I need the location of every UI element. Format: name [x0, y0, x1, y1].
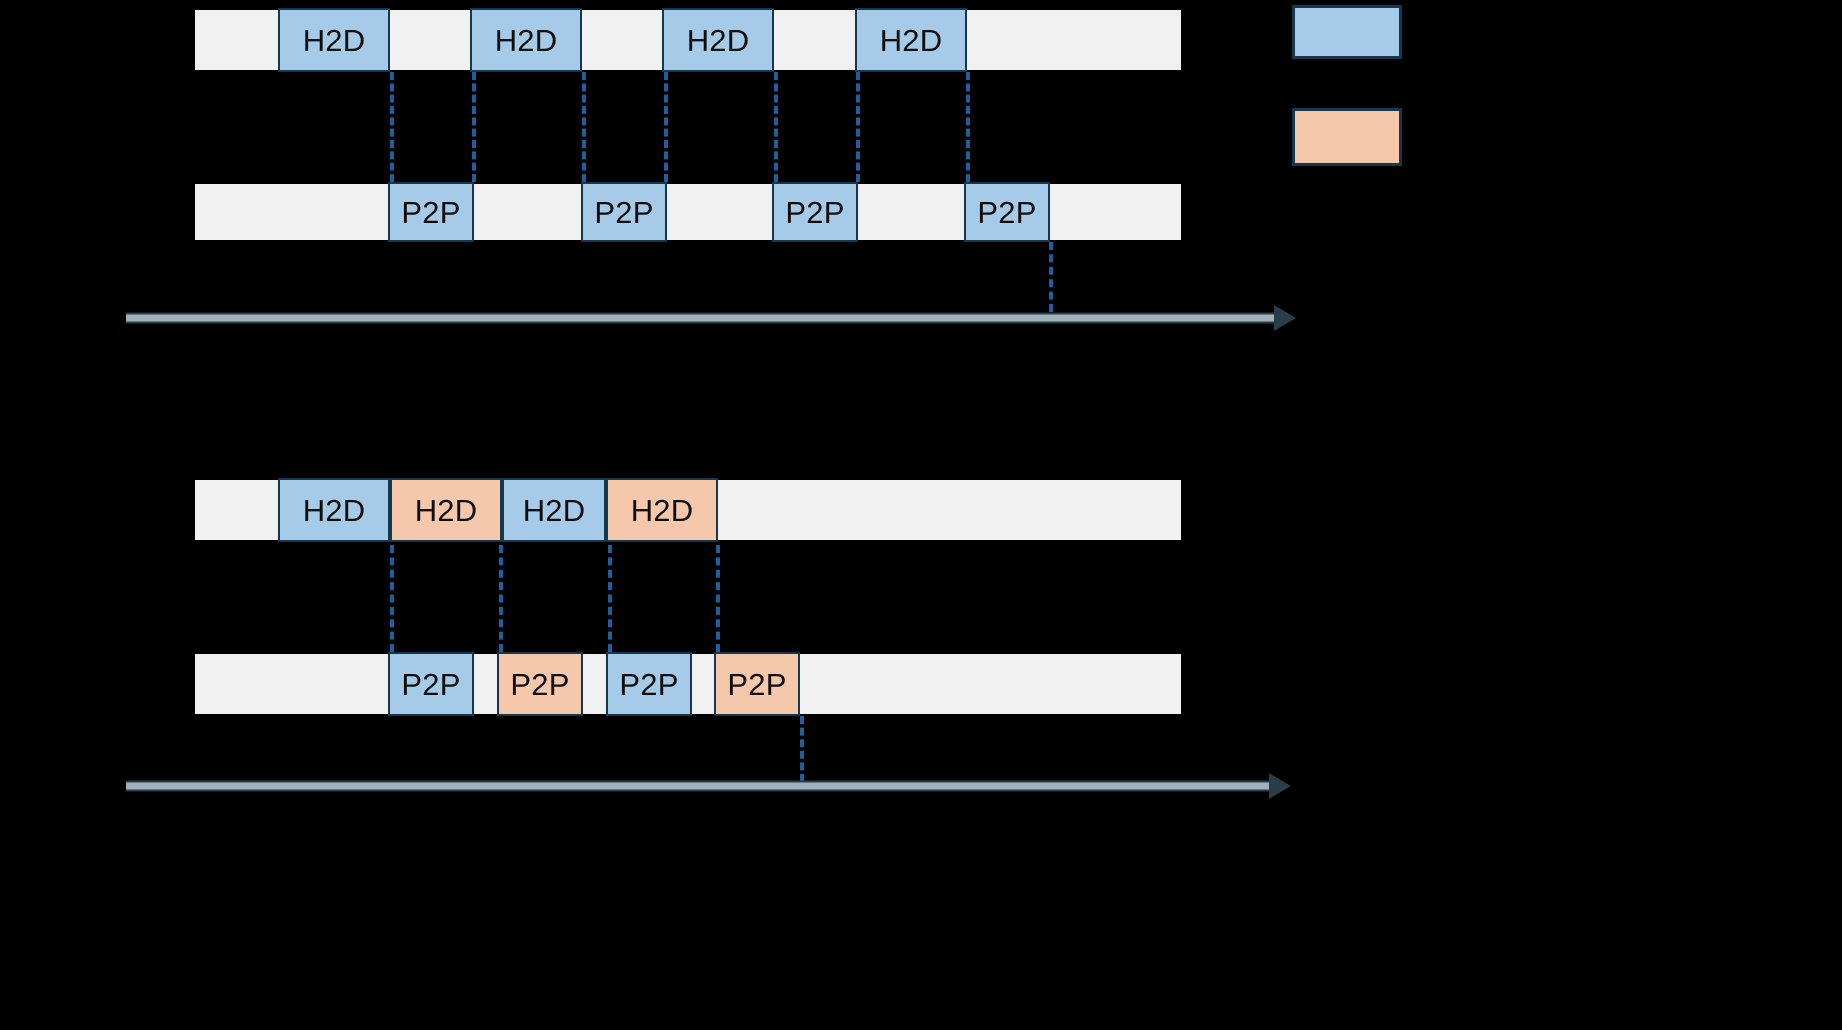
p2p-block-label: P2P: [977, 194, 1037, 230]
h2d-block: H2D: [390, 478, 502, 542]
dependency-connector: [472, 72, 476, 182]
p2p-block: P2P: [772, 182, 858, 242]
dependency-connector: [664, 72, 668, 182]
dependency-connector: [774, 72, 778, 182]
h2d-block-label: H2D: [302, 492, 366, 528]
h2d-block: H2D: [662, 8, 774, 72]
p2p-block: P2P: [388, 182, 474, 242]
h2d-block-label: H2D: [686, 22, 750, 58]
p2p-block-label: P2P: [401, 666, 461, 702]
completion-marker: [1049, 242, 1053, 312]
time-axis-arrowhead: [1269, 773, 1291, 799]
p2p-block-label: P2P: [727, 666, 787, 702]
p2p-block-label: P2P: [785, 194, 845, 230]
dependency-connector: [966, 72, 970, 182]
legend-blue-swatch: [1292, 5, 1402, 59]
h2d-block-label: H2D: [630, 492, 694, 528]
time-axis-arrow: [126, 302, 1296, 334]
p2p-block: P2P: [581, 182, 667, 242]
h2d-block-label: H2D: [414, 492, 478, 528]
dependency-connector: [390, 72, 394, 182]
p2p-block-label: P2P: [401, 194, 461, 230]
p2p-block-label: P2P: [594, 194, 654, 230]
h2d-block: H2D: [278, 8, 390, 72]
h2d-block-label: H2D: [879, 22, 943, 58]
h2d-block: H2D: [470, 8, 582, 72]
completion-marker: [800, 716, 804, 782]
p2p-block: P2P: [606, 652, 692, 716]
p2p-block: P2P: [714, 652, 800, 716]
dependency-connector: [499, 545, 503, 652]
time-axis-shaft: [126, 780, 1271, 792]
time-axis-arrowhead: [1274, 305, 1296, 331]
dependency-connector: [856, 72, 860, 182]
legend-peach-swatch: [1292, 108, 1402, 166]
h2d-block-label: H2D: [522, 492, 586, 528]
p2p-block-label: P2P: [619, 666, 679, 702]
p2p-block: P2P: [964, 182, 1050, 242]
h2d-block-label: H2D: [494, 22, 558, 58]
p2p-block: P2P: [388, 652, 474, 716]
p2p-block-label: P2P: [510, 666, 570, 702]
h2d-block: H2D: [606, 478, 718, 542]
p2p-block: P2P: [497, 652, 583, 716]
h2d-block: H2D: [502, 478, 606, 542]
dependency-connector: [608, 545, 612, 652]
h2d-block: H2D: [278, 478, 390, 542]
dependency-connector: [390, 545, 394, 652]
h2d-block: H2D: [855, 8, 967, 72]
time-axis-shaft: [126, 312, 1276, 324]
time-axis-arrow: [126, 770, 1291, 802]
dependency-connector: [716, 545, 720, 652]
dependency-connector: [582, 72, 586, 182]
h2d-block-label: H2D: [302, 22, 366, 58]
